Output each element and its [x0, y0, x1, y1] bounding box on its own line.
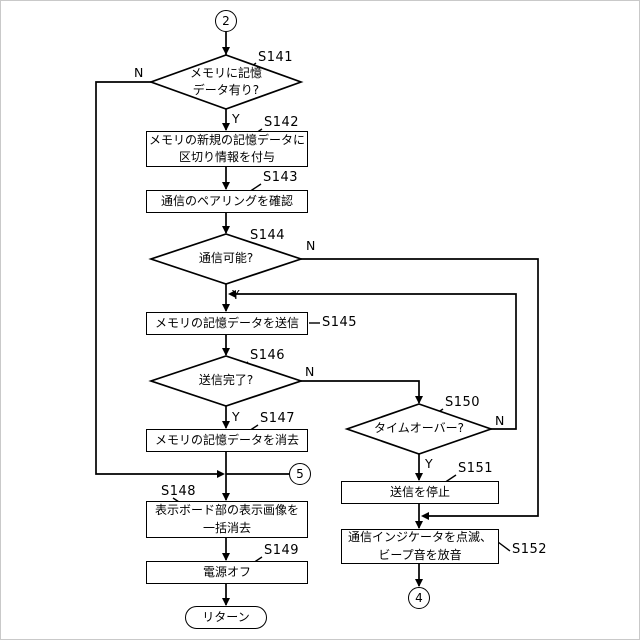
arrow-into-s142: [222, 123, 230, 131]
decision-s146-send-complete: 送信完了?: [198, 373, 254, 388]
branch-yes-s141: Y: [232, 111, 240, 126]
arrow-s144no-into-s152: [421, 512, 429, 520]
decision-shape-s150: [344, 403, 494, 455]
arrow-loop-into-main: [228, 290, 236, 298]
arrow-into-s149: [222, 553, 230, 561]
tick-s152: [497, 541, 511, 552]
connector-5-label: 5: [296, 467, 304, 481]
arrow-junction-c5: [217, 470, 225, 478]
step-label-s148: S148: [161, 484, 197, 499]
edge-s141-no: [95, 81, 217, 475]
connector-2: 2: [215, 10, 237, 32]
step-label-s151: S151: [458, 461, 494, 476]
process-s147-erase-data: メモリの記憶データを消去: [146, 429, 308, 452]
step-label-s146: S146: [250, 348, 286, 363]
arrow-into-s152: [415, 521, 423, 529]
edge-s146-no: [301, 380, 420, 403]
connector-5: 5: [289, 463, 311, 485]
step-label-s141: S141: [258, 50, 294, 65]
arrow-into-s143: [222, 182, 230, 190]
decision-s150-time-over: タイムオーバー?: [373, 421, 464, 436]
arrow-into-s144: [222, 226, 230, 234]
arrowhead-group: [217, 47, 429, 606]
branch-no-s144: N: [306, 238, 316, 253]
process-s142-add-delimiter: メモリの新規の記憶データに 区切り情報を付与: [146, 131, 308, 167]
branch-no-s150: N: [495, 413, 505, 428]
connector-2-label: 2: [222, 14, 230, 28]
step-label-s149: S149: [264, 543, 300, 558]
branch-no-s146: N: [305, 364, 315, 379]
branch-yes-s144: Y: [232, 287, 240, 302]
decision-shape-s141: [148, 54, 304, 110]
arrow-into-s151: [415, 473, 423, 481]
arrow-into-s146: [222, 348, 230, 356]
step-label-s142: S142: [264, 115, 300, 130]
branch-yes-s146: Y: [232, 409, 240, 424]
arrow-into-s150: [415, 396, 423, 404]
step-label-s143: S143: [263, 170, 299, 185]
decision-shape-s146: [148, 355, 304, 407]
step-label-s150: S150: [445, 395, 481, 410]
process-s152-blink-beep: 通信インジケータを点滅、 ビープ音を放音: [341, 529, 499, 564]
process-s143-confirm-pairing: 通信のペアリングを確認: [146, 190, 308, 213]
process-s145-send-data: メモリの記憶データを送信: [146, 312, 308, 335]
step-label-s144: S144: [250, 228, 286, 243]
step-label-s145: S145: [322, 315, 358, 330]
arrow-into-c4: [415, 579, 423, 587]
step-label-s147: S147: [260, 411, 296, 426]
arrow-into-s148: [222, 493, 230, 501]
terminal-return: リターン: [185, 606, 267, 629]
decision-s141-memory-data: メモリに記憶 データ有り?: [189, 65, 262, 97]
branch-yes-s150: Y: [425, 456, 433, 471]
edge-s144-no: [301, 258, 539, 517]
process-s148-erase-display: 表示ボード部の表示画像を 一括消去: [146, 501, 308, 538]
arrow-into-return: [222, 598, 230, 606]
arrow-into-s145: [222, 304, 230, 312]
branch-no-s141: N: [134, 65, 144, 80]
decision-shape-group: [148, 54, 494, 455]
process-s151-stop-send: 送信を停止: [341, 481, 499, 504]
decision-shape-s144: [148, 233, 304, 285]
step-label-s152: S152: [512, 542, 548, 557]
edge-s150-no-loop: [236, 293, 517, 430]
decision-s144-comm-possible: 通信可能?: [198, 251, 254, 266]
connector-4: 4: [408, 587, 430, 609]
arrow-into-s147: [222, 421, 230, 429]
process-s149-power-off: 電源オフ: [146, 561, 308, 584]
arrow-into-s141: [222, 47, 230, 55]
connector-4-label: 4: [415, 591, 423, 605]
